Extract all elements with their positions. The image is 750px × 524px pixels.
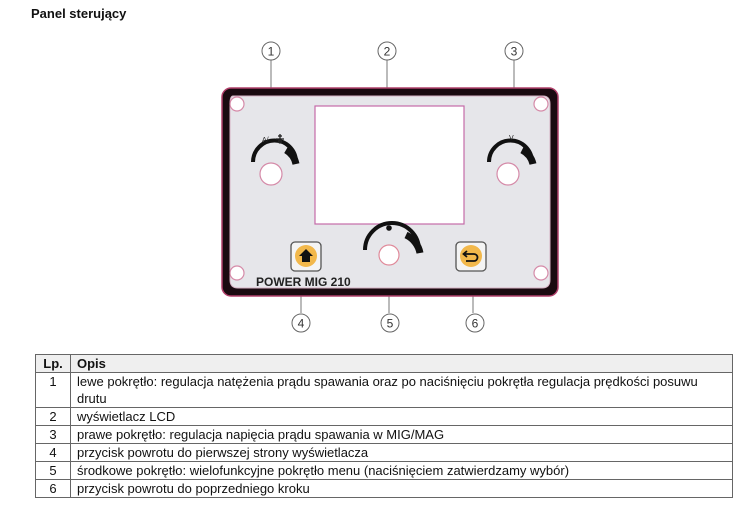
left-knob-label: A/ (262, 137, 269, 144)
row-lp: 4 (35, 443, 71, 462)
callout-label-3: 3 (511, 45, 518, 59)
row-lp: 6 (35, 479, 71, 498)
header-lp: Lp. (35, 354, 71, 373)
row-opis: wyświetlacz LCD (70, 407, 733, 426)
row-opis: przycisk powrotu do poprzedniego kroku (70, 479, 733, 498)
control-panel-diagram: A/ V POWER MIG 210 (221, 41, 559, 333)
back-button[interactable] (455, 241, 487, 272)
row-opis: przycisk powrotu do pierwszej strony wyś… (70, 443, 733, 462)
right-knob[interactable] (487, 138, 537, 186)
right-knob-label: V (509, 135, 514, 142)
left-knob[interactable] (251, 138, 300, 186)
return-arrow-icon (465, 253, 479, 262)
table-row: 4 przycisk powrotu do pierwszej strony w… (35, 443, 733, 462)
table-row: 3 prawe pokrętło: regulacja napięcia prą… (35, 425, 733, 444)
callout-6 (465, 313, 485, 333)
row-lp: 2 (35, 407, 71, 426)
callout-3 (504, 41, 524, 61)
row-lp: 5 (35, 461, 71, 480)
callout-label-6: 6 (472, 317, 479, 331)
table-row: 1 lewe pokrętło: regulacja natężenia prą… (35, 372, 733, 408)
legend-table: Lp. Opis 1 lewe pokrętło: regulacja natę… (35, 354, 733, 498)
row-lp: 3 (35, 425, 71, 444)
callout-label-4: 4 (298, 317, 305, 331)
header-opis: Opis (70, 354, 733, 373)
table-row: 2 wyświetlacz LCD (35, 407, 733, 426)
model-label: POWER MIG 210 (256, 275, 351, 289)
row-opis: prawe pokrętło: regulacja napięcia prądu… (70, 425, 733, 444)
row-opis: lewe pokrętło: regulacja natężenia prądu… (70, 372, 733, 408)
callout-4 (291, 313, 311, 333)
screw-icons (229, 96, 549, 281)
wire-feed-icon (276, 134, 284, 144)
home-icon (299, 249, 313, 262)
section-title: Panel sterujący (31, 6, 127, 21)
row-opis: środkowe pokrętło: wielofunkcyjne pokręt… (70, 461, 733, 480)
callout-label-1: 1 (268, 45, 275, 59)
table-row: 5 środkowe pokrętło: wielofunkcyjne pokr… (35, 461, 733, 480)
callout-1 (261, 41, 281, 61)
middle-knob[interactable] (363, 221, 424, 266)
table-header-row: Lp. Opis (35, 354, 733, 373)
callout-5 (380, 313, 400, 333)
callout-label-2: 2 (384, 45, 391, 59)
table-row: 6 przycisk powrotu do poprzedniego kroku (35, 479, 733, 498)
callout-label-5: 5 (387, 317, 394, 331)
lcd-display (314, 105, 465, 225)
callout-2 (377, 41, 397, 61)
row-lp: 1 (35, 372, 71, 408)
home-button[interactable] (290, 241, 322, 272)
